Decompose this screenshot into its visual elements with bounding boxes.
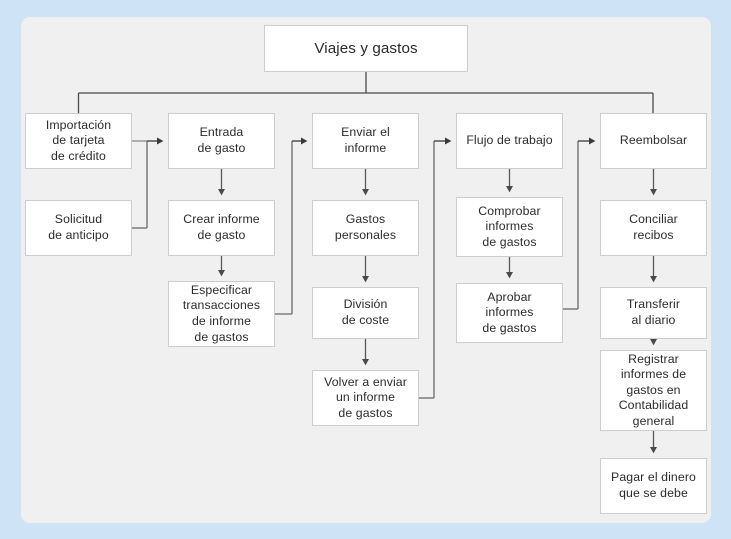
node-aprobar-informes-de-gastos[interactable]: Aprobar informes de gastos bbox=[456, 283, 563, 343]
node-especificar-transacciones-de-informe-de-gastos[interactable]: Especificar transacciones de informe de … bbox=[168, 281, 275, 347]
node-importacion-de-tarjeta-de-credito[interactable]: Importación de tarjeta de crédito bbox=[25, 113, 132, 169]
node-reembolsar[interactable]: Reembolsar bbox=[600, 113, 707, 169]
node-flujo-de-trabajo[interactable]: Flujo de trabajo bbox=[456, 113, 563, 169]
node-crear-informe-de-gasto[interactable]: Crear informe de gasto bbox=[168, 200, 275, 256]
node-comprobar-informes-de-gastos[interactable]: Comprobar informes de gastos bbox=[456, 197, 563, 257]
node-pagar-el-dinero-que-se-debe[interactable]: Pagar el dinero que se debe bbox=[600, 458, 707, 514]
node-viajes-y-gastos[interactable]: Viajes y gastos bbox=[264, 25, 468, 72]
node-entrada-de-gasto[interactable]: Entrada de gasto bbox=[168, 113, 275, 169]
node-registrar-informes-de-gastos-en-contabilidad-general[interactable]: Registrar informes de gastos en Contabil… bbox=[600, 350, 707, 431]
node-transferir-al-diario[interactable]: Transferir al diario bbox=[600, 287, 707, 339]
node-solicitud-de-anticipo[interactable]: Solicitud de anticipo bbox=[25, 200, 132, 256]
node-volver-a-enviar-un-informe-de-gastos[interactable]: Volver a enviar un informe de gastos bbox=[312, 370, 419, 426]
node-enviar-el-informe[interactable]: Enviar el informe bbox=[312, 113, 419, 169]
node-gastos-personales[interactable]: Gastos personales bbox=[312, 200, 419, 256]
node-division-de-coste[interactable]: División de coste bbox=[312, 287, 419, 339]
node-conciliar-recibos[interactable]: Conciliar recibos bbox=[600, 200, 707, 256]
